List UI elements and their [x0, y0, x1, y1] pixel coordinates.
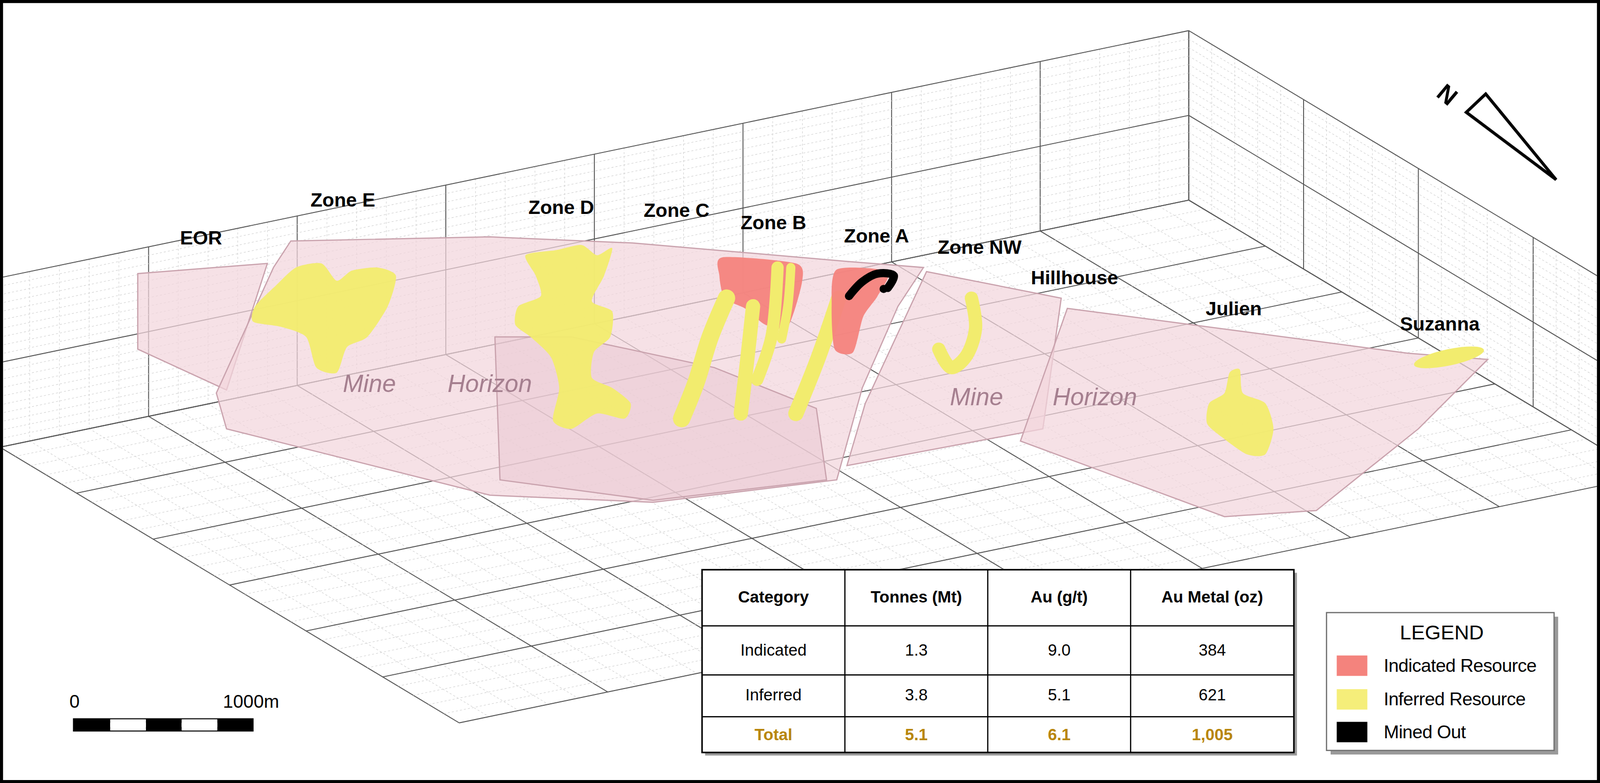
mine-horizon-plane — [1020, 308, 1488, 517]
inferred-resource — [1412, 341, 1486, 373]
inferred-resource — [740, 306, 754, 414]
inferred-resource — [756, 267, 778, 380]
grid-minor-line — [1188, 39, 1597, 315]
north-arrow — [1466, 93, 1557, 180]
table-cell: 1.3 — [904, 640, 928, 660]
scale-bar-segment — [110, 722, 146, 727]
legend-swatch — [1336, 688, 1368, 710]
grid-major-line — [2, 30, 1189, 278]
table-total: 1,005 — [1192, 725, 1233, 744]
zone-label: Hillhouse — [1030, 267, 1119, 290]
legend-entry: Inferred Resource — [1336, 687, 1526, 711]
legend-text: Inferred Resource — [1383, 688, 1526, 710]
scale-label: 0 — [69, 692, 80, 713]
table-header: Au Metal (oz) — [1161, 587, 1264, 607]
table-total: 5.1 — [904, 725, 928, 744]
table-cell: 5.1 — [1047, 685, 1071, 704]
horizon-label: Mine — [950, 383, 1004, 411]
zone-label: Zone E — [310, 190, 376, 212]
table-cell: Indicated — [740, 640, 807, 660]
grid-minor-line — [1188, 89, 1597, 366]
grid-minor-line — [1188, 47, 1597, 323]
horizon-label: Horizon — [447, 370, 533, 398]
grid-minor-line — [1188, 72, 1597, 349]
mined-out — [848, 272, 895, 296]
table-rule — [844, 569, 846, 753]
scale-bar-segment — [217, 718, 254, 731]
scale-bar — [73, 718, 253, 731]
north-label: N — [1431, 79, 1463, 112]
inferred-resource — [1206, 368, 1274, 457]
table-header: Au (g/t) — [1030, 587, 1088, 607]
table-cell: 9.0 — [1047, 640, 1071, 660]
inferred-resource — [781, 267, 791, 339]
table-cell: Inferred — [745, 685, 802, 704]
inferred-resource — [251, 262, 397, 374]
scale-bar-segment — [73, 718, 111, 731]
table-rule — [701, 715, 1294, 717]
mined-out — [879, 284, 888, 293]
table-rule — [1130, 569, 1132, 753]
zone-label: Julien — [1205, 298, 1262, 320]
zone-label: Zone A — [843, 226, 909, 248]
mine-horizon-plane — [494, 336, 827, 500]
legend-entry: Indicated Resource — [1336, 654, 1537, 677]
table-header: Tonnes (Mt) — [870, 587, 962, 607]
inferred-resource — [514, 244, 631, 429]
table-total: 6.1 — [1047, 725, 1071, 744]
grid-major-line — [1188, 30, 1597, 306]
zone-label: Zone D — [528, 197, 595, 219]
legend-box — [1326, 612, 1555, 751]
table-rule — [701, 673, 1294, 675]
zone-label: Zone NW — [937, 237, 1022, 259]
scale-label: 1000m — [223, 692, 280, 713]
table-header: Category — [738, 587, 810, 607]
legend-text: Indicated Resource — [1383, 654, 1537, 677]
legend-title: LEGEND — [1399, 620, 1484, 643]
horizon-label: Horizon — [1052, 383, 1138, 411]
grid-minor-line — [1188, 64, 1597, 340]
scale-bar-segment — [181, 722, 218, 727]
table-rule — [987, 569, 989, 753]
legend-swatch — [1336, 721, 1368, 743]
table-total: Total — [754, 725, 793, 744]
grid-minor-line — [1188, 81, 1597, 357]
inferred-resource — [681, 297, 727, 419]
zone-label: Zone B — [740, 212, 807, 234]
table-box — [701, 569, 1294, 753]
grid-minor-line — [1188, 56, 1597, 332]
legend-entry: Mined Out — [1336, 720, 1466, 744]
table-cell: 384 — [1198, 640, 1226, 660]
inferred-resource — [938, 297, 976, 368]
zone-label: Suzanna — [1399, 313, 1480, 335]
mine-horizon-plane — [216, 236, 924, 503]
zone-label: EOR — [179, 228, 223, 250]
table-rule — [701, 624, 1294, 626]
legend-swatch — [1336, 655, 1368, 676]
scale-bar-segment — [145, 718, 182, 731]
table-cell: 3.8 — [904, 685, 928, 704]
table-cell: 621 — [1198, 685, 1226, 704]
zone-label: Zone C — [643, 200, 710, 222]
legend-text: Mined Out — [1383, 721, 1466, 743]
horizon-label: Mine — [342, 370, 396, 398]
